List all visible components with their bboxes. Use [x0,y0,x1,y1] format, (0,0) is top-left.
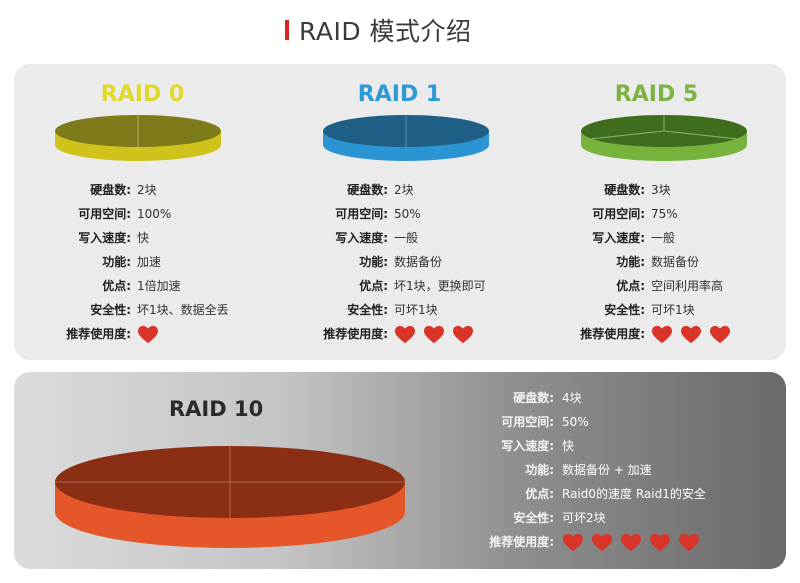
page-title: RAID 模式介绍 [299,17,472,46]
rating-hearts [394,323,481,344]
heart-icon [453,325,473,343]
spec-row-pros: 优点:坏1块，更换即可 [359,279,486,293]
raid-5-title: RAID 5 [614,82,699,107]
rating-hearts [562,531,707,552]
spec-row-function: 功能:数据备份 [616,255,700,269]
raid-10-card: RAID 10 硬盘数:4块 可用空间:50% 写入速度:快 功能:数据备份 +… [14,372,786,569]
raid-5-card: RAID 5 硬盘数:3块 可用空间:75% 写入速度:一般 功能:数据备份 优… [528,64,785,360]
spec-row-recommend: 推荐使用度: [528,324,785,344]
spec-row-recommend: 推荐使用度: [354,532,774,552]
spec-row-safety: 安全性:坏1块、数据全丢 [90,303,229,317]
title-accent-bar [285,20,289,40]
raid-0-title: RAID 0 [100,82,185,107]
raid-1-title: RAID 1 [357,82,442,107]
raid-10-specs: 硬盘数:4块 可用空间:50% 写入速度:快 功能:数据备份 + 加速 优点:R… [354,384,774,569]
raid-10-title: RAID 10 [169,397,264,421]
heart-icon [679,533,699,551]
spec-row-usable: 可用空间:100% [78,207,172,221]
rating-hearts [651,323,738,344]
spec-row-function: 功能:数据备份 [359,255,443,269]
heart-icon [592,533,612,551]
header: RAID 模式介绍 [0,0,800,58]
spec-row-usable: 可用空间:75% [592,207,678,221]
heart-icon [681,325,701,343]
spec-row-function: 功能:数据备份 + 加速 [525,463,652,477]
spec-row-write: 写入速度:一般 [592,231,676,245]
spec-row-pros: 优点:1倍加速 [102,279,181,293]
raid-1-disk [323,115,489,161]
raid-5-disk [581,115,747,161]
spec-row-pros: 优点:空间利用率高 [616,279,724,293]
spec-row-safety: 安全性:可坏2块 [513,511,606,525]
heart-icon [138,325,158,343]
heart-icon [621,533,641,551]
spec-row-write: 写入速度:快 [501,439,575,453]
spec-row-disks: 硬盘数:3块 [604,183,671,197]
raid-0-disk [55,115,221,161]
heart-icon [650,533,670,551]
spec-row-safety: 安全性:可坏1块 [347,303,438,317]
spec-row-usable: 可用空间:50% [335,207,421,221]
spec-row-disks: 硬盘数:4块 [513,391,582,405]
spec-row-write: 写入速度:一般 [335,231,419,245]
raid-10-disk [55,446,405,548]
spec-row-safety: 安全性:可坏1块 [604,303,695,317]
heart-icon [563,533,583,551]
spec-row-function: 功能:加速 [102,255,162,269]
raid-1-card: RAID 1 硬盘数:2块 可用空间:50% 写入速度:一般 功能:数据备份 优… [271,64,528,360]
spec-row-disks: 硬盘数:2块 [347,183,414,197]
spec-row-usable: 可用空间:50% [501,415,589,429]
heart-icon [395,325,415,343]
spec-row-write: 写入速度:快 [78,231,150,245]
heart-icon [424,325,444,343]
heart-icon [652,325,672,343]
rating-hearts [137,323,166,344]
spec-row-disks: 硬盘数:2块 [90,183,157,197]
heart-icon [710,325,730,343]
top-panel: RAID 0 硬盘数:2块 可用空间:100% 写入速度:快 功能:加速 优点:… [14,64,786,360]
spec-row-recommend: 推荐使用度: [14,324,271,344]
spec-row-recommend: 推荐使用度: [271,324,528,344]
spec-row-pros: 优点:Raid0的速度 Raid1的安全 [525,487,706,501]
raid-0-card: RAID 0 硬盘数:2块 可用空间:100% 写入速度:快 功能:加速 优点:… [14,64,271,360]
